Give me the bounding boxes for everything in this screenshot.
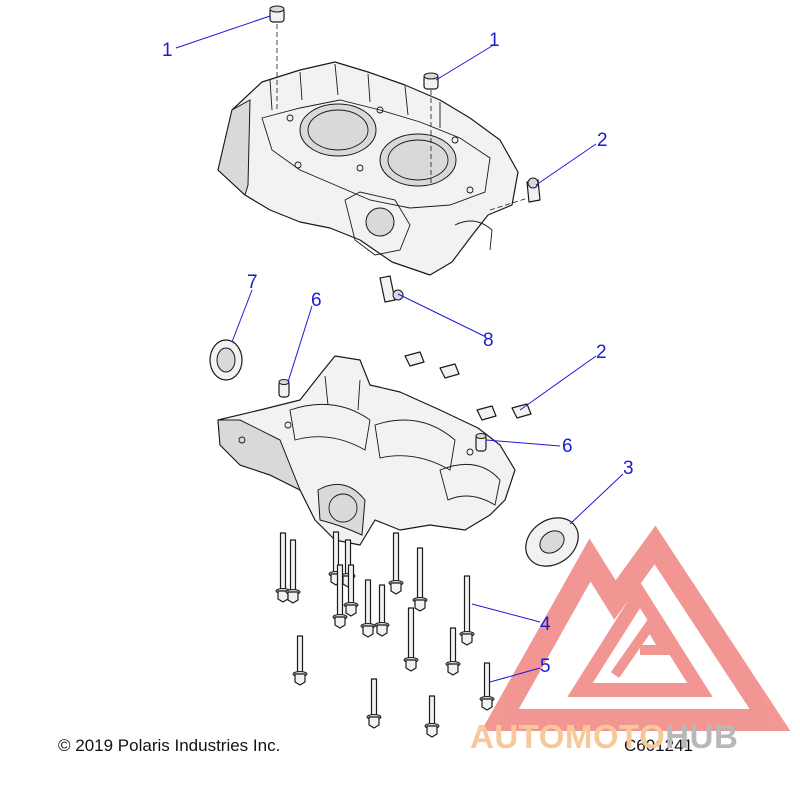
callout-labels: 1 1 2 2 3 4 5 6 6 7 8 <box>162 30 634 677</box>
callout-7: 7 <box>247 272 258 293</box>
lower-crankcase <box>217 355 516 546</box>
figure-id: C601241 <box>624 736 694 755</box>
dowel-pin-upper-right <box>423 72 439 90</box>
bolt <box>275 532 291 603</box>
bolt <box>374 584 390 637</box>
fitting-lower-b <box>439 363 460 379</box>
callout-5: 5 <box>540 656 551 677</box>
bolt <box>459 575 475 646</box>
upper-crankcase <box>217 61 519 276</box>
bolt <box>445 627 461 676</box>
callout-3: 3 <box>623 458 634 479</box>
leader-lines <box>175 15 624 683</box>
fitting-upper <box>526 177 541 203</box>
callout-4: 4 <box>540 614 551 635</box>
bolt <box>479 662 495 711</box>
dowel-pin-lower-right <box>475 433 487 452</box>
copyright-notice: © 2019 Polaris Industries Inc. <box>58 736 281 755</box>
bolt-group <box>275 531 495 738</box>
callout-8: 8 <box>483 330 494 351</box>
dowel-pin-lower-left <box>278 379 290 398</box>
callout-6b: 6 <box>562 436 573 457</box>
seal-3 <box>525 517 579 567</box>
callout-2a: 2 <box>597 130 608 151</box>
bolt <box>412 547 428 612</box>
dowel-pin-upper-left <box>269 5 285 23</box>
bolt <box>343 564 359 617</box>
bolt <box>424 695 440 738</box>
callout-1b: 1 <box>489 30 500 51</box>
fitting-8 <box>379 275 404 303</box>
bolt <box>292 635 308 686</box>
bolt <box>366 678 382 729</box>
callout-2b: 2 <box>596 342 607 363</box>
fitting-lower-a <box>404 351 425 367</box>
watermark-text-part2: HUB <box>665 718 739 755</box>
bolt <box>285 539 301 604</box>
bolt <box>332 564 348 629</box>
bolt <box>403 607 419 672</box>
fitting-lower-d <box>511 403 532 419</box>
callout-6a: 6 <box>311 290 322 311</box>
watermark-text-part1: AUTOMOTO <box>470 718 666 755</box>
seal-7 <box>209 339 243 381</box>
fitting-lower-c <box>476 405 497 421</box>
watermark-text: AUTOMOTOHUB <box>470 718 738 756</box>
bolt <box>388 532 404 595</box>
watermark-logo <box>481 525 791 731</box>
bolt <box>360 579 376 638</box>
callout-1a: 1 <box>162 40 173 61</box>
